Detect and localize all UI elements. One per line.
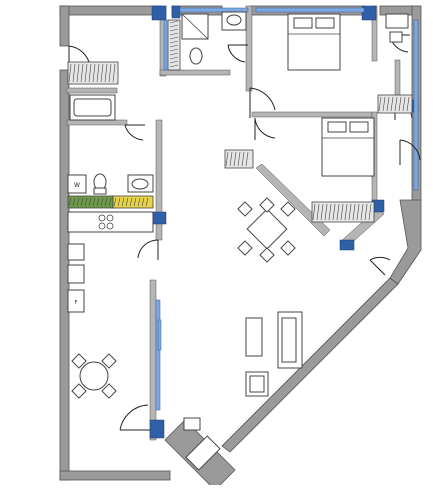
door-closet-right (399, 139, 421, 165)
wall-hall-top (159, 69, 231, 76)
wall-diagonal (221, 277, 399, 453)
shelf-yellow (112, 195, 154, 209)
washer (67, 174, 87, 194)
bathtub-inner (73, 98, 112, 117)
door-living (119, 404, 150, 431)
bistro-set (71, 353, 117, 399)
dining-table (246, 208, 288, 250)
bath-sink-basin (131, 178, 149, 190)
bath-toilet (189, 47, 203, 65)
stove (98, 214, 114, 230)
dishwasher (67, 264, 85, 284)
desk (385, 13, 409, 29)
armchair-seat (249, 375, 265, 393)
dining-set (237, 197, 296, 263)
shelf-hatch (68, 63, 116, 83)
wall-left-upper (59, 5, 70, 47)
column-living (149, 419, 165, 439)
wall-living-left (149, 279, 157, 441)
fridge (67, 289, 85, 313)
door-diagonal (369, 256, 391, 276)
bed-1-pillow-a (293, 17, 313, 29)
shelf-hatch (225, 151, 249, 167)
window-right (413, 19, 419, 191)
balcony-box (183, 417, 201, 431)
wall-laundry-top (66, 87, 118, 94)
shelf-hatch (68, 197, 112, 207)
towel-bar (167, 19, 181, 71)
window-living-mid (157, 319, 162, 351)
wall-bottom (59, 470, 171, 481)
door-bedroom2 (254, 117, 276, 140)
shower-diag (181, 13, 209, 40)
toilet-tank (93, 187, 107, 195)
washer-label: W (74, 182, 80, 189)
wall-closet-right (394, 59, 401, 96)
wall-top-left (59, 5, 161, 16)
sofa-seat (281, 317, 297, 363)
windows (155, 7, 419, 411)
door-hall (249, 87, 276, 118)
shelf-hatch (312, 203, 372, 221)
column-diagonal (339, 239, 355, 251)
door-laundry (124, 124, 145, 141)
window-kitchen (163, 19, 168, 71)
wall-bedroom1-bottom (251, 111, 373, 118)
bistro-table (79, 361, 109, 391)
column-kitchen (151, 211, 167, 225)
fridge-label: F (75, 300, 78, 306)
bed-2-pillow-a (327, 121, 347, 133)
bed-2-pillow-b (349, 121, 369, 133)
wall-bath-right (245, 5, 253, 92)
balcony-planter (185, 435, 221, 471)
column-top-mid (171, 5, 181, 19)
window-living (155, 299, 161, 411)
wall-diagonal-inner (255, 163, 331, 237)
door-kitchen (137, 239, 159, 260)
shelf-hatch (378, 96, 410, 112)
window-bath (179, 7, 249, 13)
wall-kitchen-right (155, 119, 163, 241)
kitchen-sink (67, 243, 85, 261)
laundry-shelf (67, 61, 119, 85)
desk-chair (389, 31, 403, 43)
columns (149, 5, 419, 439)
bath-vanity-basin (226, 14, 242, 26)
column-top-left (151, 5, 167, 21)
wall-diagonal-end (389, 199, 422, 285)
door-bath (227, 44, 248, 63)
tv-console (245, 317, 263, 357)
shelf-hatch (169, 20, 179, 68)
kitchen-counter (67, 211, 154, 233)
bed-1-pillow-b (315, 17, 335, 29)
shelf-hatch (113, 197, 149, 207)
wall-laundry-bottom (66, 119, 128, 126)
column-bedroom (361, 5, 377, 21)
window-bedroom1 (255, 7, 365, 13)
